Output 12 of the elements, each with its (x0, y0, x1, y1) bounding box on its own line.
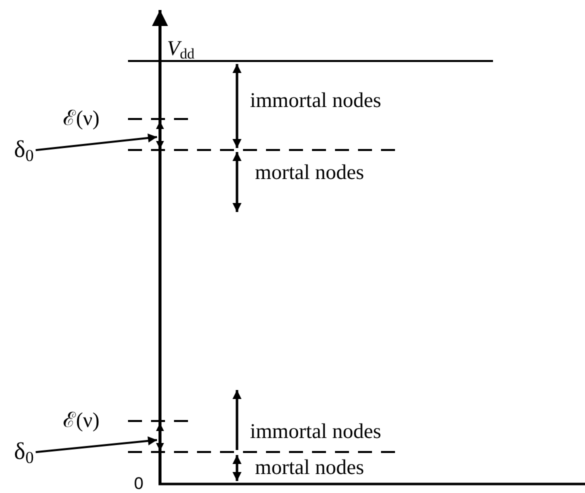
symbol-label: δ$_{0}$ (14, 440, 34, 467)
region-label: mortal nodes (255, 162, 364, 183)
energy-label: ℰ(ν) (63, 410, 100, 431)
axis-origin-label: 0 (134, 475, 144, 492)
region-label: immortal nodes (250, 421, 382, 442)
leader-line (36, 436, 158, 454)
symbol-label: δ$_{0}$ (14, 138, 34, 165)
region-label: immortal nodes (250, 90, 382, 111)
supply-voltage-label: V$_{dd}$ (167, 38, 195, 62)
region-label: mortal nodes (255, 457, 364, 478)
energy-label: ℰ(ν) (63, 108, 100, 129)
leader-line (36, 134, 158, 152)
